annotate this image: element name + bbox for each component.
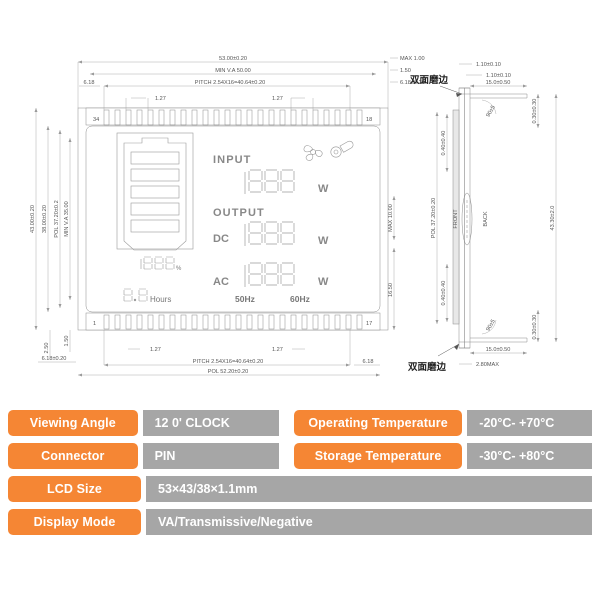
side-angle-bottom: 90±5 [485,319,496,333]
pin-row-bottom: 1 17 [85,312,381,331]
annotation-double-side-grind-top: 双面磨边 [409,74,449,86]
lcd-unit-ac: W [318,276,329,288]
dim-150-right: 1.50 [400,68,411,74]
lcd-screen-content: % Hours [116,132,354,304]
hours-readout: Hours [123,288,171,304]
side-label-front: FRONT [453,209,459,229]
lcd-unit-input: W [318,183,329,195]
lcd-label-input: INPUT [213,154,252,166]
lcd-unit-dc: W [318,235,329,247]
spec-value-viewing-angle: 12 0' CLOCK [142,410,279,436]
dim-pitch-top: PITCH 2.54X16=40.64±0.20 [195,80,265,86]
side-dim-040-bottom: 0.40±0.40 [441,281,447,306]
side-dim-110-a: 1.10±0.10 [476,62,501,68]
battery-percent-readout: % [140,256,182,272]
spec-value-display-mode: VA/Transmissive/Negative [146,509,592,535]
dim-127-bottom-left: 1.27 [150,347,161,353]
spec-label-connector: Connector [8,443,138,469]
left-dimensions: 43.00±0.20 38.00±0.20 POL 37.20±0.2 MIN … [30,108,72,330]
dim-min-va-width: MIN V.A 50.00 [215,68,251,74]
percent-symbol: % [176,266,182,272]
right-dimensions: MAX 1.00 1.50 6.18±0.20 MAX 10.00 16.50 [388,56,425,330]
spec-label-lcd-size: LCD Size [8,476,141,502]
lcd-digits-input [244,169,295,194]
side-dim-150-bottom: 15.0±0.50 [486,347,511,353]
spec-value-lcd-size: 53×43/38×1.1mm [146,476,592,502]
spec-row-viewing-angle: Viewing Angle 12 0' CLOCK Operating Temp… [8,410,592,436]
side-angle-top: 90±5 [485,105,496,119]
thermometer-icon [330,140,354,158]
annotation-double-side-grind-bottom: 双面磨边 [407,361,447,373]
side-label-back: BACK [483,211,489,227]
dim-overall-height: 43.00±0.20 [30,205,36,233]
dim-overall-width: 53.00±0.20 [219,56,247,62]
lcd-label-dc: DC [213,233,229,245]
spec-value-storage-temperature: -30°C- +80°C [467,443,592,469]
spec-value-connector: PIN [142,443,279,469]
fan-icon [303,145,323,161]
dim-618-bottom-right: 6.18 [363,359,374,365]
hours-label: Hours [150,295,171,304]
spec-row-spacer [284,443,289,469]
dim-edge-618-top: 6.18 [84,80,95,86]
lcd-digits-ac [244,262,295,287]
dim-min-va-height: MIN V.A 35.00 [64,201,70,237]
spec-table: Viewing Angle 12 0' CLOCK Operating Temp… [8,410,592,535]
dim-1650: 16.50 [388,283,394,297]
front-view-body [77,107,389,331]
side-view: FRONT BACK 1.10±0.10 1.10±0.10 15.0±0.50… [431,62,558,368]
dim-618-right: 6.18±0.20 [400,80,425,86]
spec-row-connector: Connector PIN Storage Temperature -30°C-… [8,443,592,469]
spec-label-storage-temperature: Storage Temperature [293,443,463,469]
dim-127-bottom-right: 1.27 [272,347,283,353]
spec-label-display-mode: Display Mode [8,509,141,535]
dim-max-100: MAX 1.00 [400,56,425,62]
side-dim-030-bottom: 0.30±0.30 [532,315,538,340]
pin-label-34: 34 [93,117,99,123]
lcd-label-50hz: 50Hz [235,294,255,304]
lcd-label-ac: AC [213,276,229,288]
side-dim-pol: POL 37.20±0.20 [431,198,437,239]
pin-label-18: 18 [366,117,372,123]
side-dim-040-top: 0.40±0.40 [441,131,447,156]
top-dimensions: 53.00±0.20 MIN V.A 50.00 PITCH 2.54X16=4… [77,56,389,110]
side-dim-150-top: 15.0±0.50 [486,80,511,86]
pin-label-1: 1 [93,321,96,327]
dim-150-bottom: 1.50 [64,336,70,347]
dim-max-1000: MAX 10.00 [388,204,394,232]
dim-250: 2.50 [44,343,50,354]
side-dim-4330: 43.30±2.0 [550,206,556,231]
bottom-dimensions: 1.27 1.27 PITCH 2.54X16=40.64±0.20 6.18 … [38,330,380,377]
spec-value-operating-temperature: -20°C- +70°C [467,410,592,436]
side-dim-110-b: 1.10±0.10 [486,73,511,79]
dim-pol-width: POL 52.20±0.20 [208,369,249,375]
side-dim-280max: 2.80MAX [476,362,499,368]
dim-body-height: 38.00±0.20 [42,205,48,233]
spec-label-operating-temperature: Operating Temperature [293,410,463,436]
dim-127-left: 1.27 [155,96,166,102]
spec-label-viewing-angle: Viewing Angle [8,410,138,436]
dim-127-right: 1.27 [272,96,283,102]
battery-icon [116,132,194,251]
spec-row-spacer [284,410,289,436]
mechanical-drawing: 34 18 [30,56,558,377]
lcd-digits-dc [244,221,295,246]
dim-pitch-bottom: PITCH 2.54X16=40.64±0.20 [193,359,263,365]
spec-row-display-mode: Display Mode VA/Transmissive/Negative [8,509,592,535]
side-dim-030-top: 0.30±0.30 [532,99,538,124]
pin-row-top: 34 18 [85,107,381,126]
lcd-label-60hz: 60Hz [290,294,310,304]
lcd-label-output: OUTPUT [213,207,265,219]
annotation-leaders [437,85,463,357]
pin-label-17: 17 [366,321,372,327]
spec-row-lcd-size: LCD Size 53×43/38×1.1mm [8,476,592,502]
dim-pol-height: POL 37.20±0.2 [54,200,60,237]
dim-618-bottom-left: 6.18±0.20 [42,356,67,362]
